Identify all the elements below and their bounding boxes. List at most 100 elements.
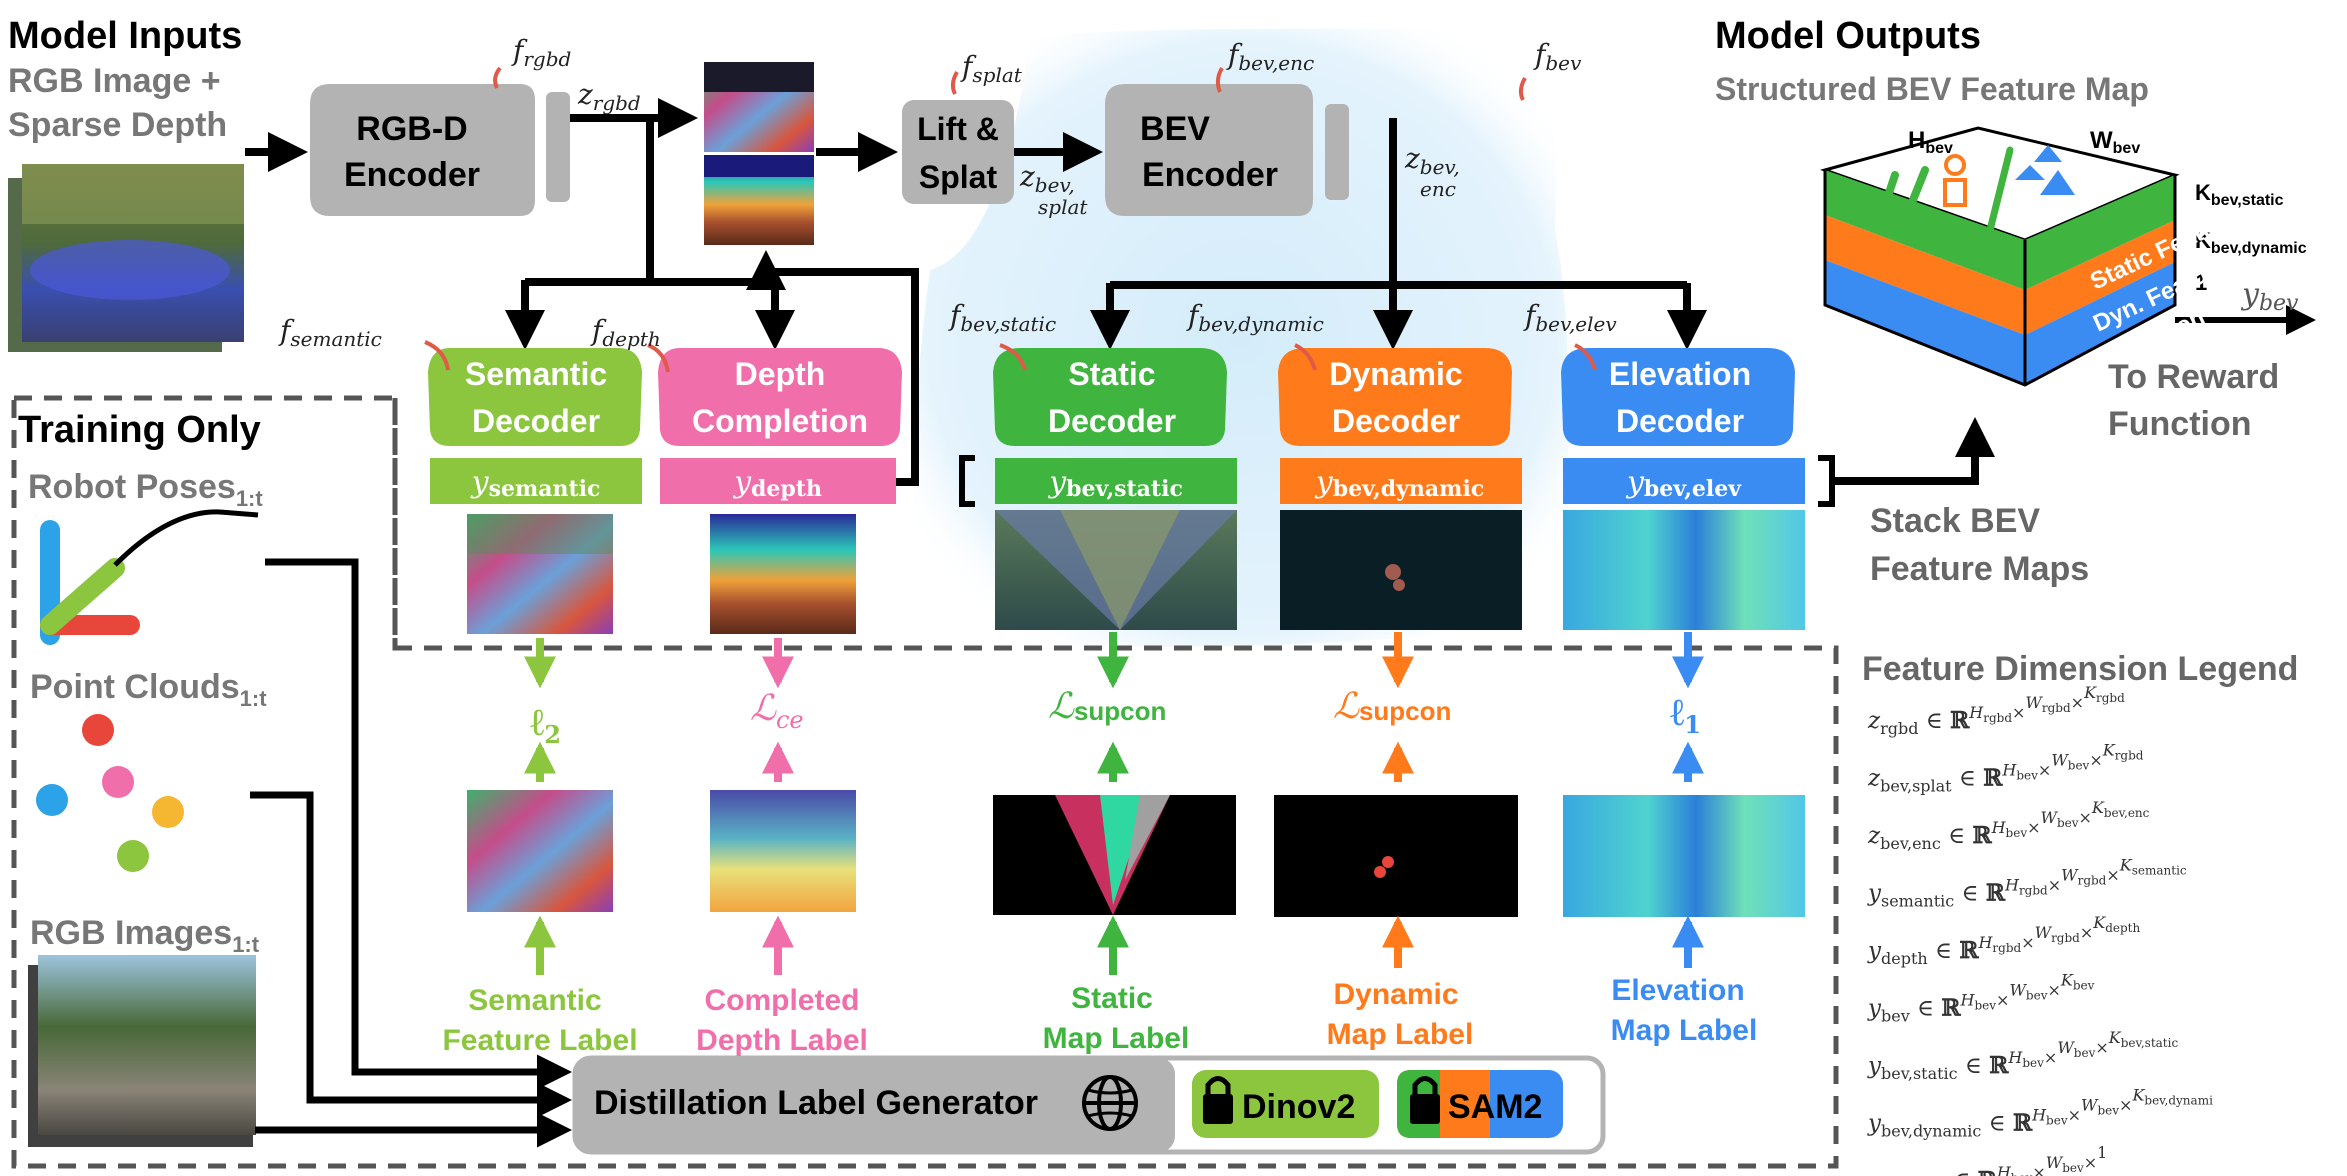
- elevation-label-caption-2: Map Label: [1611, 1014, 1758, 1047]
- elevation-output-image: [1563, 510, 1805, 630]
- rgbd-encoder-label-1: RGB-D: [356, 110, 467, 148]
- dynamic-label-image: [1274, 795, 1518, 917]
- dynamic-decoder-label-1: Dynamic: [1329, 356, 1462, 392]
- lift-splat-label-2: Splat: [919, 159, 998, 195]
- outputs-title: Model Outputs: [1715, 15, 1981, 57]
- legend-row: zbev,enc ∈ ℝHbev×Wbev×Kbev,enc: [1867, 798, 2150, 853]
- rgbd-encoder-latent-bar: [546, 92, 570, 202]
- f-bev-enc-label: fbev,enc: [1226, 38, 1314, 75]
- y-bev-dynamic-box: [1280, 458, 1522, 504]
- semantic-output-image: [467, 514, 613, 634]
- lift-splat-box: [902, 100, 1014, 204]
- bev-encoder-shape: [1105, 84, 1313, 216]
- point-clouds-icon: [36, 714, 184, 872]
- k-static-label: Kbev,static: [2195, 180, 2284, 209]
- input-rgb-image: [8, 164, 244, 352]
- to-reward-label-1: To Reward: [2108, 358, 2279, 396]
- depth-completion-label-2: Completion: [692, 403, 868, 439]
- bev-bracket-left: [959, 455, 975, 507]
- dynamic-decoder-shape: [1278, 348, 1512, 446]
- y-bev-elev-label: ybev,elev: [1625, 465, 1742, 502]
- static-decoder-label-2: Decoder: [1048, 403, 1176, 439]
- bev-encoder-label-1: BEV: [1140, 110, 1210, 148]
- legend-row: ybev,static ∈ ℝHbev×Wbev×Kbev,static: [1867, 1028, 2178, 1083]
- distillation-generator-label: Distillation Label Generator: [594, 1084, 1038, 1122]
- f-depth-label: fdepth: [590, 314, 661, 351]
- semantic-label-image: [467, 790, 613, 912]
- depth-label-image: [710, 790, 856, 912]
- k-one-label: 1: [2195, 270, 2207, 295]
- bev-feature-cube: [1819, 126, 2180, 387]
- depth-label-caption-2: Depth Label: [696, 1024, 868, 1057]
- inputs-subtitle-2: Sparse Depth: [8, 106, 227, 144]
- f-rgbd-label: frgbd: [511, 34, 571, 71]
- legend-row: ybev,dynamic ∈ ℝHbev×Wbev×Kbev,dynami: [1867, 1086, 2213, 1141]
- semantic-decoder-label-1: Semantic: [465, 356, 607, 392]
- lock-icon: [1410, 1076, 1440, 1124]
- static-label-image: [993, 795, 1236, 915]
- static-label-caption-1: Static: [1071, 982, 1153, 1015]
- loss-supcon-static: ℒsupcon: [1048, 686, 1166, 727]
- stack-label-2: Feature Maps: [1870, 550, 2089, 588]
- y-bev-static-label: ybev,static: [1047, 465, 1183, 502]
- y-semantic-box: [430, 458, 642, 504]
- depth-completion-shape: [658, 348, 902, 446]
- y-semantic-label: ysemantic: [470, 465, 601, 502]
- legend-row: ydepth ∈ ℝHrgbd×Wrgbd×Kdepth: [1867, 913, 2140, 968]
- robot-poses-label: Robot Poses1:t: [28, 468, 263, 511]
- elevation-label-image: [1563, 795, 1805, 917]
- z-rgbd-label: zrgbd: [577, 78, 641, 115]
- elevation-decoder-shape: [1561, 348, 1795, 446]
- y-depth-label: ydepth: [732, 465, 822, 502]
- bev-encoder-label-2: Encoder: [1142, 156, 1278, 194]
- depth-label-caption-1: Completed: [704, 984, 859, 1017]
- splat-input-images: [704, 62, 814, 245]
- z-bev-splat-sub2: splat: [1038, 195, 1088, 219]
- lift-splat-label-1: Lift &: [917, 111, 999, 147]
- loss-l2: ℓ2: [530, 699, 561, 749]
- legend-row: zrgbd ∈ ℝHrgbd×Wrgbd×Krgbd: [1867, 683, 2125, 738]
- f-bev-static-label: fbev,static: [948, 299, 1056, 336]
- depth-completion-label-1: Depth: [735, 356, 826, 392]
- k-dynamic-label: Kbev,dynamic: [2195, 228, 2307, 257]
- legend-row: zbev,splat ∈ ℝHbev×Wbev×Krgbd: [1867, 741, 2144, 796]
- dynamic-decoder-label-2: Decoder: [1332, 403, 1460, 439]
- elevation-decoder-label-2: Decoder: [1616, 403, 1744, 439]
- z-bev-splat-label: zbev,: [1019, 160, 1075, 197]
- y-bev-elev-box: [1563, 458, 1805, 504]
- rgbd-encoder-shape: [310, 84, 535, 216]
- rgbd-encoder-label-2: Encoder: [344, 156, 480, 194]
- legend-title: Feature Dimension Legend: [1862, 650, 2298, 688]
- y-bev-output-label: ybev: [2240, 277, 2299, 316]
- z-bev-enc-label: zbev,: [1404, 142, 1460, 179]
- y-bev-dynamic-label: ybev,dynamic: [1314, 465, 1484, 502]
- legend-row: ysemantic ∈ ℝHrgbd×Wrgbd×Ksemantic: [1867, 856, 2187, 911]
- z-bev-enc-sub2: enc: [1420, 177, 1456, 201]
- static-output-image: [995, 510, 1237, 630]
- dynamic-output-image: [1280, 510, 1522, 630]
- rgb-images-icon: [28, 955, 256, 1147]
- f-bev-label: fbev: [1533, 38, 1582, 75]
- globe-icon: [1082, 1075, 1138, 1131]
- elevation-label-caption-1: Elevation: [1611, 974, 1744, 1007]
- loss-l1: ℓ1: [1670, 689, 1701, 739]
- loss-supcon-dynamic: ℒsupcon: [1333, 686, 1451, 727]
- bev-encoder-latent-bar: [1325, 104, 1349, 200]
- semantic-decoder-label-2: Decoder: [472, 403, 600, 439]
- inputs-subtitle-1: RGB Image +: [8, 62, 221, 100]
- f-semantic-label: fsemantic: [278, 314, 382, 351]
- dinov2-label: Dinov2: [1242, 1088, 1355, 1126]
- outputs-subtitle: Structured BEV Feature Map: [1715, 71, 2149, 107]
- f-bev-dynamic-label: fbev,dynamic: [1186, 299, 1324, 336]
- rgb-images-label: RGB Images1:t: [30, 914, 260, 957]
- depth-output-image: [710, 514, 856, 634]
- bev-bracket-right: [1818, 455, 1835, 507]
- training-title: Training Only: [18, 409, 261, 451]
- h-bev-label: Hbev: [1908, 127, 1953, 157]
- w-bev-label: Wbev: [2090, 127, 2140, 157]
- semantic-label-caption-2: Feature Label: [442, 1024, 637, 1057]
- dinov2-badge: [1192, 1070, 1379, 1138]
- loss-lce: ℒce: [750, 688, 804, 734]
